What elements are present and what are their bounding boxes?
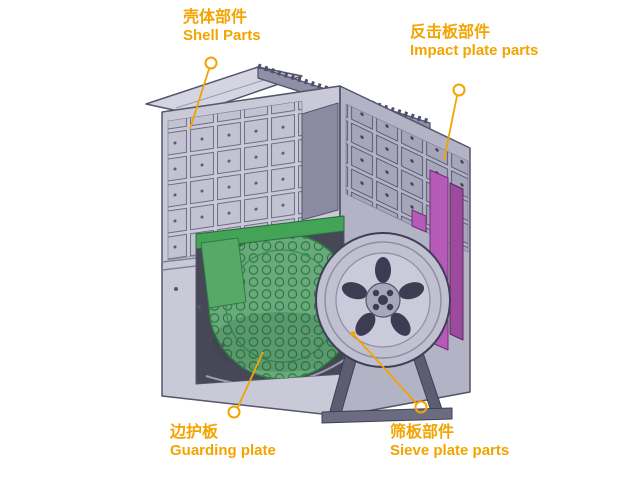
label-impact-plate-parts-zh: 反击板部件 — [410, 24, 491, 41]
guarding-callout-line — [237, 351, 264, 408]
shell-callout-marker — [204, 56, 218, 70]
label-guarding-plate: 边护板 Guarding plate — [170, 424, 276, 460]
sieve-callout-endpoint — [350, 331, 356, 337]
crusher-machine — [145, 63, 471, 424]
label-guarding-plate-zh: 边护板 — [170, 424, 219, 441]
sieve-callout-marker — [414, 400, 428, 414]
feed-inlet-panel — [301, 102, 339, 221]
callout-leaders — [189, 56, 466, 419]
ridge-teeth — [257, 63, 431, 125]
label-shell-parts-zh: 壳体部件 — [183, 9, 248, 26]
sieve-callout-line — [352, 333, 417, 404]
impact-callout-line — [443, 95, 458, 161]
guarding-callout-marker — [227, 405, 241, 419]
impact-plate-purple-strip-2 — [449, 182, 464, 341]
label-sieve-plate-parts-zh: 筛板部件 — [390, 424, 455, 441]
label-sieve-plate-parts: 筛板部件 Sieve plate parts — [390, 424, 509, 460]
label-guarding-plate-en: Guarding plate — [170, 442, 276, 459]
impact-callout-marker — [452, 83, 466, 97]
pulley-wheel — [315, 232, 451, 368]
shell-callout-line — [189, 68, 210, 130]
impact-plate-purple-block — [411, 209, 427, 233]
label-sieve-plate-parts-en: Sieve plate parts — [390, 442, 510, 459]
guard-plate-green — [200, 237, 247, 309]
label-shell-parts: 壳体部件 Shell Parts — [183, 9, 261, 45]
label-impact-plate-parts-en: Impact plate parts — [410, 42, 539, 59]
label-shell-parts-en: Shell Parts — [183, 27, 261, 44]
label-impact-plate-parts: 反击板部件 Impact plate parts — [410, 24, 538, 60]
rotor-drum — [205, 232, 344, 384]
